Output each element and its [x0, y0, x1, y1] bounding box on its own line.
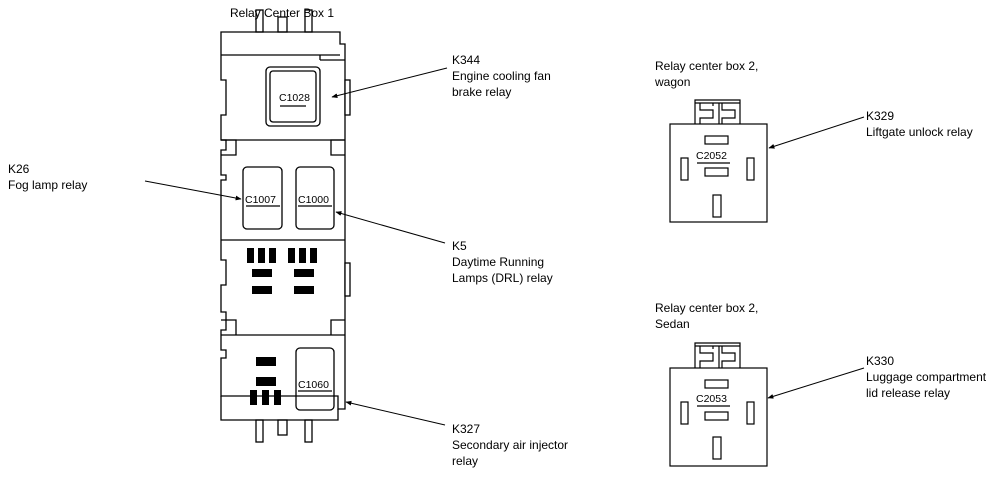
callout-k330: K330 Luggage compartment lid release rel… — [866, 353, 986, 401]
connector-label-c2053: C2053 — [696, 393, 727, 405]
callout-text: Daytime Running — [452, 255, 545, 269]
leader-k5 — [335, 211, 446, 244]
leader-k330 — [767, 367, 865, 399]
box2-sedan-title: Relay center box 2, Sedan — [655, 300, 758, 332]
connector-label-c1028: C1028 — [279, 92, 310, 104]
callout-id: K327 — [452, 422, 481, 436]
callout-k5: K5 Daytime Running Lamps (DRL) relay — [452, 238, 553, 286]
callout-k327: K327 Secondary air injector relay — [452, 421, 568, 469]
relay-c2053[interactable] — [669, 367, 768, 467]
callout-id: K329 — [866, 109, 895, 123]
bottom-pin — [255, 419, 264, 443]
callout-id: K330 — [866, 354, 895, 368]
callout-text: Lamps (DRL) relay — [452, 271, 553, 285]
callout-text: Luggage compartment — [866, 370, 987, 384]
leader-k26 — [144, 180, 242, 201]
callout-text: brake relay — [452, 85, 512, 99]
bottom-pin — [277, 419, 288, 436]
leader-k329 — [768, 116, 865, 149]
callout-k26: K26 Fog lamp relay — [8, 161, 87, 193]
relay-center-box-2-sedan — [669, 342, 768, 467]
relay-c2052[interactable] — [669, 123, 768, 223]
callout-text: lid release relay — [866, 386, 951, 400]
connector-label-c1007: C1007 — [245, 194, 276, 206]
connector-label-c2052: C2052 — [696, 150, 727, 162]
callout-text: relay — [452, 454, 479, 468]
relay-c1028[interactable] — [265, 66, 321, 127]
relay-c1007[interactable] — [242, 166, 283, 230]
callout-text: Engine cooling fan — [452, 69, 551, 83]
leader-k344 — [331, 67, 448, 99]
title-line: Sedan — [655, 317, 690, 331]
leader-k327 — [345, 400, 446, 426]
title-line: Relay center box 2, — [655, 59, 759, 73]
bottom-pin — [304, 419, 313, 443]
box1-terminals — [247, 248, 317, 405]
title-line: Relay center box 2, — [655, 301, 759, 315]
relay-c1060[interactable] — [295, 347, 335, 411]
box1-title: Relay Center Box 1 — [230, 6, 335, 20]
title-line: wagon — [655, 75, 691, 89]
box2-wagon-title: Relay center box 2, wagon — [655, 58, 758, 90]
callout-k329: K329 Liftgate unlock relay — [866, 108, 973, 140]
callout-id: K5 — [452, 239, 467, 253]
callout-id: K344 — [452, 53, 481, 67]
relay-c1000[interactable] — [295, 166, 335, 230]
callout-text: Secondary air injector — [452, 438, 569, 452]
callout-text: Liftgate unlock relay — [866, 125, 973, 139]
callout-text: Fog lamp relay — [8, 178, 88, 192]
callout-id: K26 — [8, 162, 30, 176]
relay-center-box-1 — [220, 9, 351, 443]
box1-housing — [220, 31, 346, 410]
connector-label-c1000: C1000 — [298, 194, 329, 206]
connector-label-c1060: C1060 — [298, 379, 329, 391]
relay-center-box-2-wagon — [669, 99, 768, 223]
callout-k344: K344 Engine cooling fan brake relay — [452, 52, 551, 100]
